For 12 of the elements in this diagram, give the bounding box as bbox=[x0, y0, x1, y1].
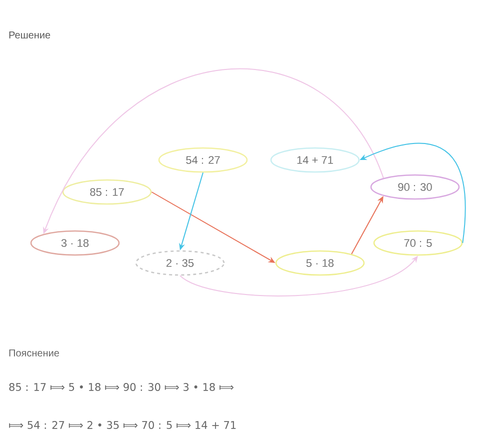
oval-node: 3 · 18 bbox=[30, 230, 120, 256]
oval-node: 54 : 27 bbox=[158, 147, 248, 173]
oval-node: 70 : 5 bbox=[373, 230, 463, 256]
oval-node: 5 · 18 bbox=[275, 250, 365, 276]
oval-node: 85 : 17 bbox=[62, 179, 152, 205]
explanation-line: 85 : 17 ⟾ 5 • 18 ⟾ 90 : 30 ⟾ 3 • 18 ⟾ bbox=[9, 383, 234, 391]
oval-node: 90 : 30 bbox=[370, 174, 460, 200]
oval-node: 14 + 71 bbox=[270, 147, 360, 173]
explanation-line: ⟾ 54 : 27 ⟾ 2 • 35 ⟾ 70 : 5 ⟾ 14 + 71 bbox=[9, 421, 236, 429]
oval-node: 2 · 35 bbox=[135, 250, 225, 276]
heading: Решение bbox=[9, 32, 50, 38]
section-heading: Пояснение bbox=[9, 350, 59, 356]
